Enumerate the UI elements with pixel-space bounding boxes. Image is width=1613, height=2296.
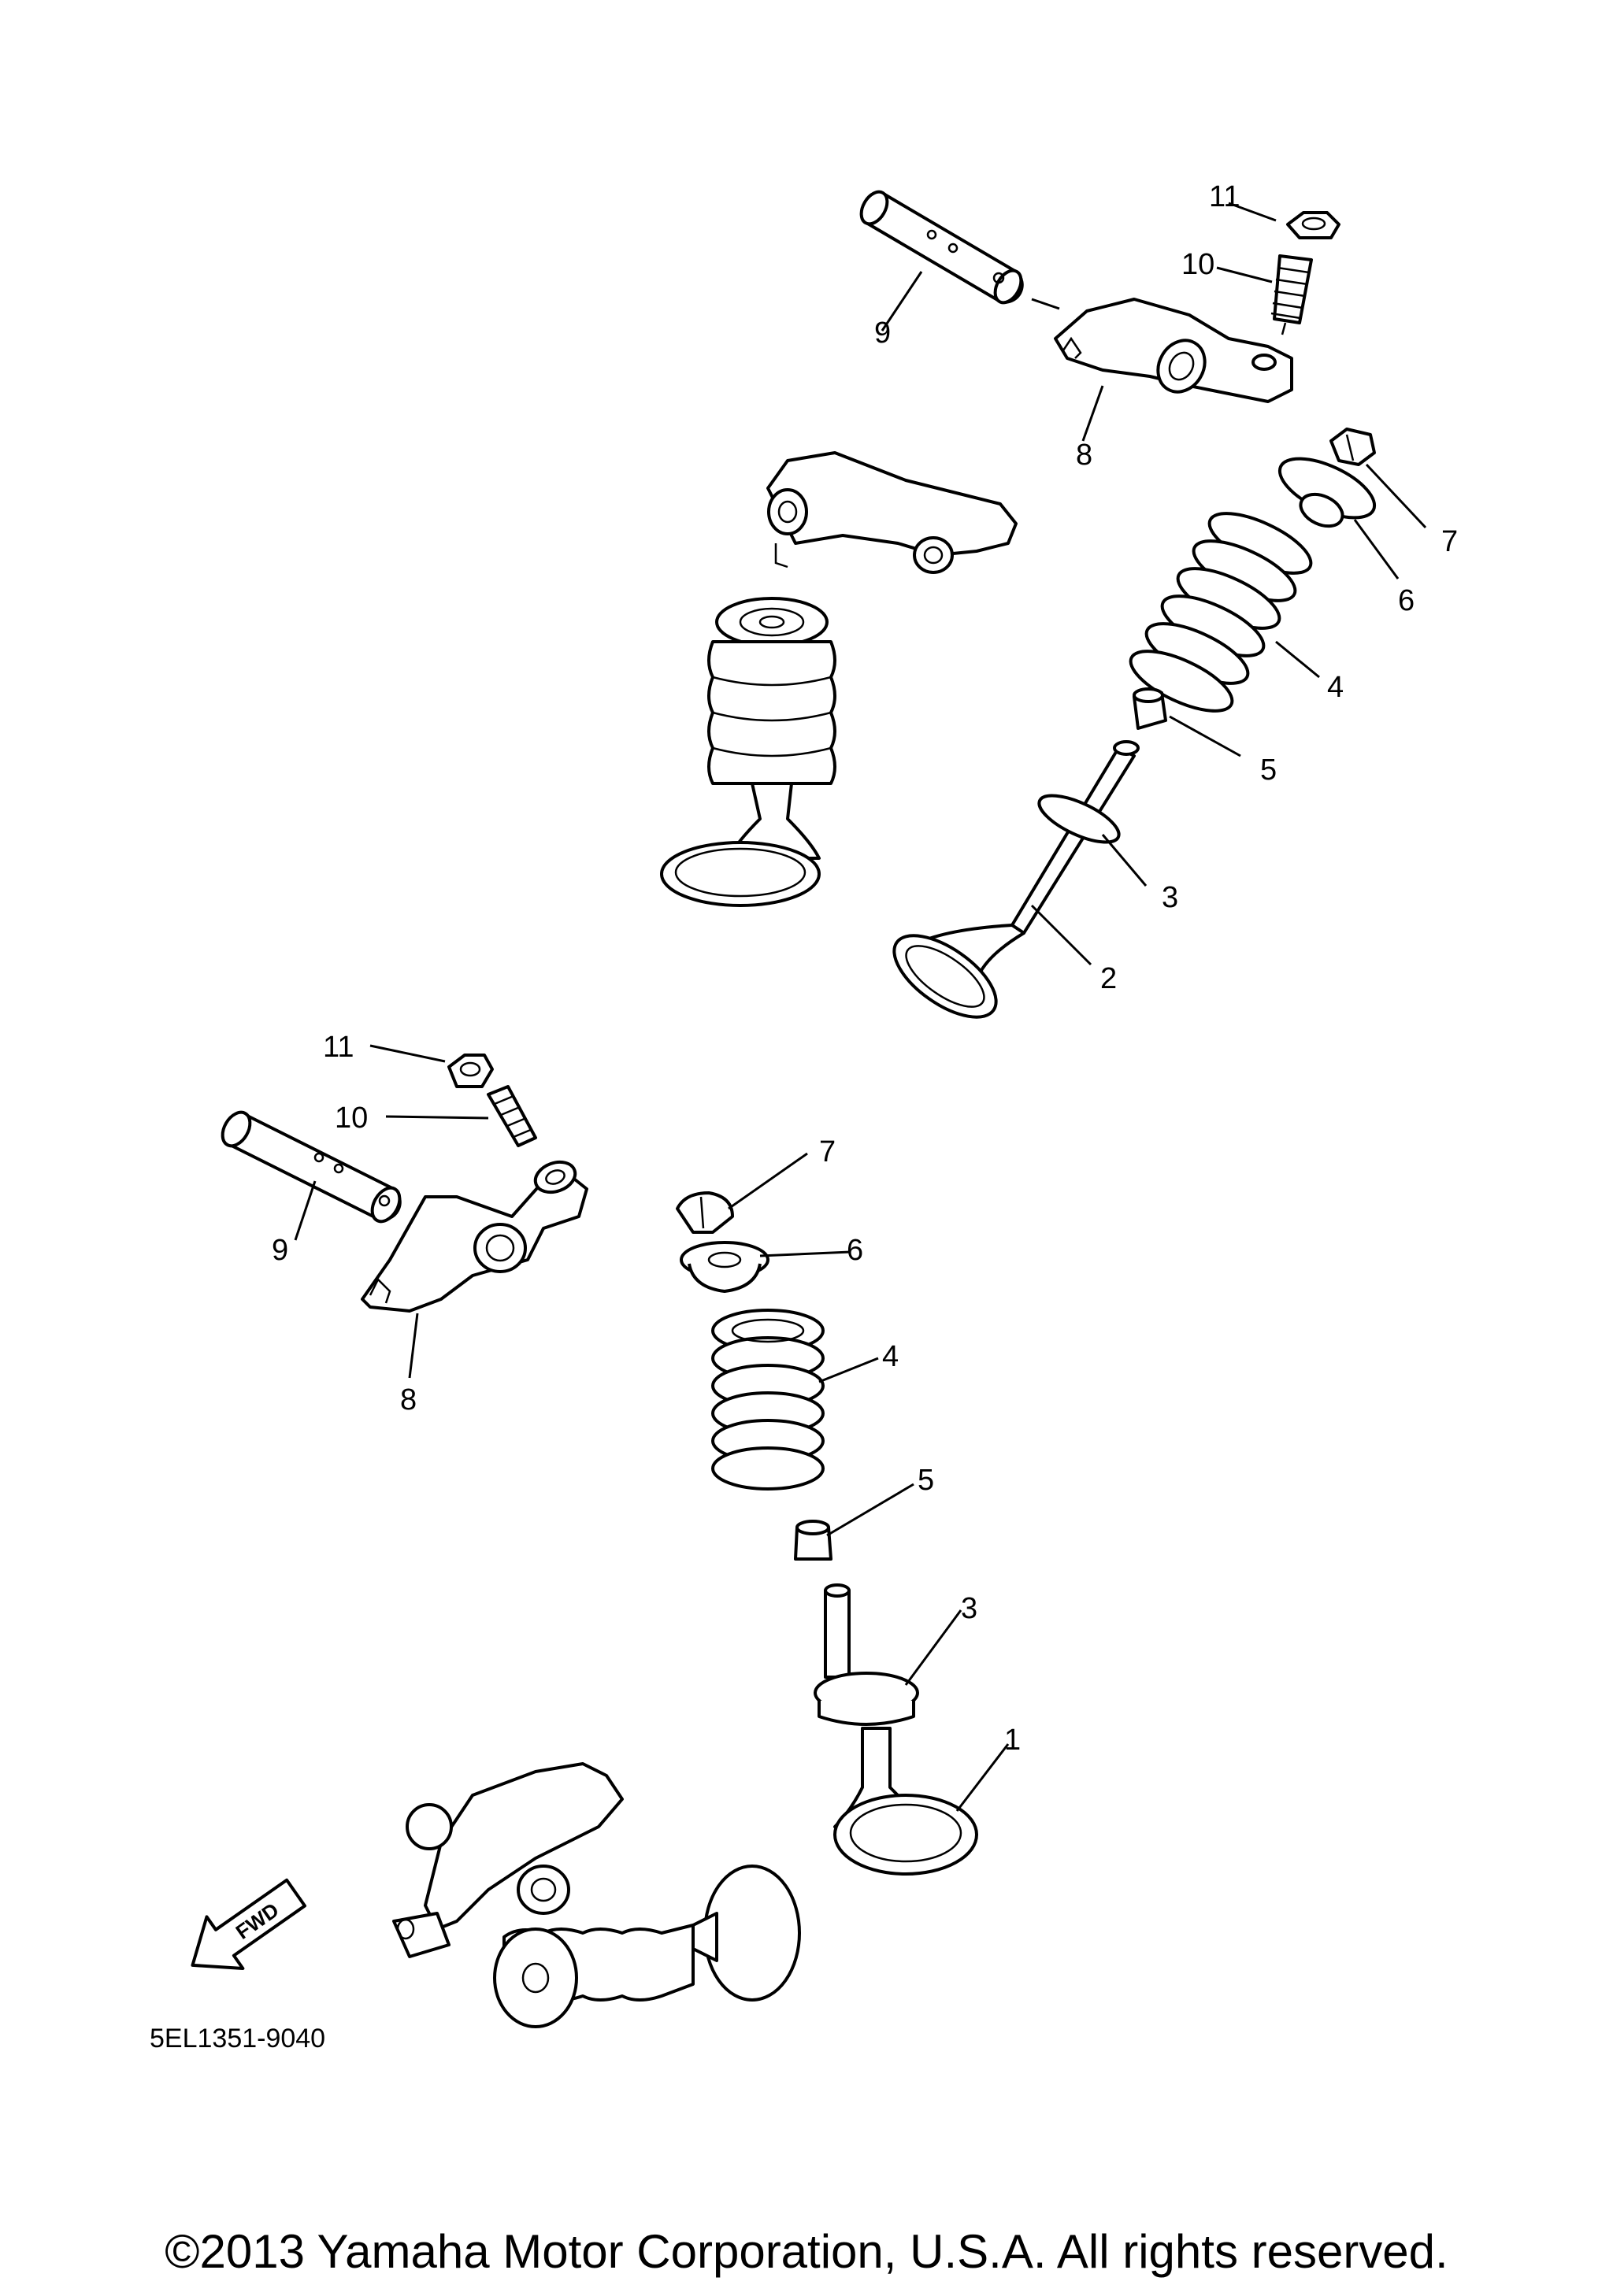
valve-stem-seal-upper [1133, 687, 1167, 730]
cotter-lower [676, 1191, 734, 1234]
cam-follower-upper [766, 451, 1018, 574]
callout-4-upper: 4 [1327, 671, 1344, 704]
callout-3-lower: 3 [961, 1592, 977, 1625]
adjuster-screw-lower [487, 1085, 537, 1147]
callout-5-upper: 5 [1260, 754, 1277, 787]
adjuster-screw-upper [1270, 254, 1313, 335]
valve-assembly-upper [660, 597, 836, 907]
callout-4-lower: 4 [882, 1340, 899, 1373]
rocker-arm-upper [1054, 298, 1293, 403]
callout-7-upper: 7 [1441, 525, 1458, 558]
rocker-shaft-lower [221, 1110, 402, 1224]
callout-6-lower: 6 [847, 1234, 863, 1267]
callout-8-upper: 8 [1076, 439, 1092, 472]
valve-exhaust-upper [892, 740, 1140, 1019]
callout-11-lower: 11 [323, 1031, 354, 1064]
callout-9-upper: 9 [874, 317, 891, 350]
callout-11-upper: 11 [1209, 180, 1240, 213]
copyright-notice: ©2013 Yamaha Motor Corporation, U.S.A. A… [165, 2225, 1448, 2278]
cam-follower-lower [392, 1762, 624, 1958]
callout-8-lower: 8 [400, 1383, 417, 1416]
callout-6-upper: 6 [1398, 584, 1415, 617]
rocker-arm-lower [361, 1160, 588, 1313]
valve-intake-lower [814, 1583, 978, 1876]
callout-10-upper: 10 [1181, 248, 1214, 281]
valve-assembly-lower [493, 1865, 801, 2028]
cotter-upper [1329, 428, 1376, 466]
callout-9-lower: 9 [272, 1234, 288, 1267]
valve-spring-upper [1129, 512, 1313, 713]
rocker-shaft-upper [859, 190, 1024, 305]
callout-5-lower: 5 [918, 1464, 934, 1497]
valve-stem-seal-lower [794, 1520, 832, 1561]
locknut-upper [1286, 211, 1340, 239]
callout-3-upper: 3 [1162, 881, 1178, 914]
callout-7-lower: 7 [819, 1135, 836, 1168]
forward-arrow-icon: FWD [191, 1878, 307, 1970]
callout-10-lower: 10 [335, 1102, 368, 1135]
locknut-lower [447, 1054, 494, 1088]
valve-spring-lower [711, 1309, 825, 1491]
callout-2-upper: 2 [1100, 962, 1117, 995]
callout-1-lower: 1 [1004, 1724, 1021, 1757]
diagram-code: 5EL1351-9040 [150, 2024, 325, 2053]
spring-retainer-upper [1277, 457, 1377, 528]
spring-retainer-lower [680, 1241, 769, 1293]
